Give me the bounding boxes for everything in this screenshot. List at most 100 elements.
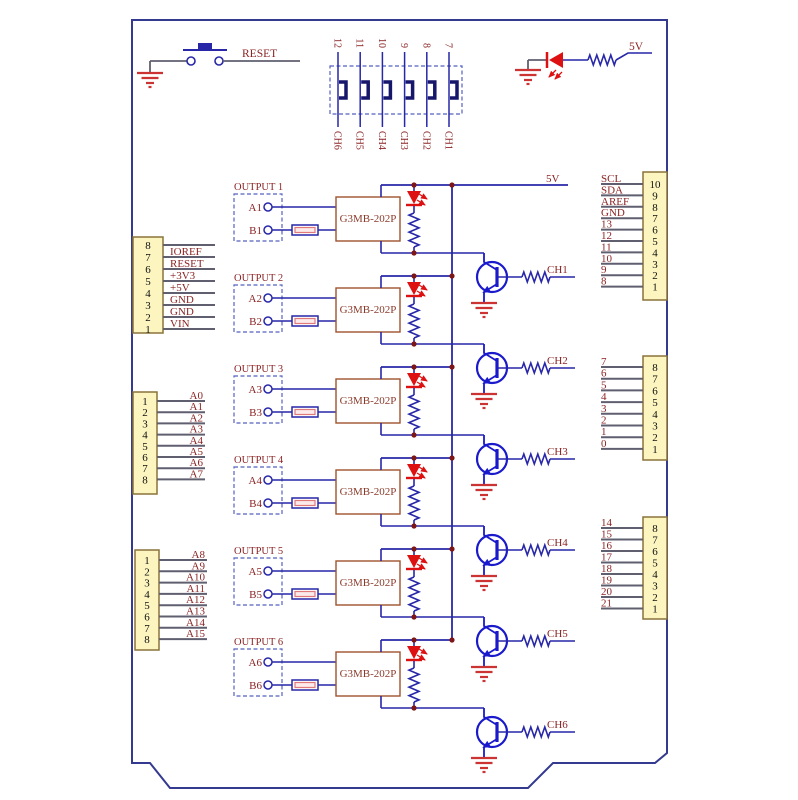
pin-label: A4 (190, 435, 204, 447)
output-terminal-box (233, 284, 283, 333)
output-label: OUTPUT 5 (234, 546, 283, 557)
pin-label: 3 (601, 403, 607, 415)
junction-dot (411, 364, 417, 370)
junction-dot (411, 273, 417, 279)
relay-box (335, 560, 401, 606)
pin-number: 4 (652, 247, 658, 259)
pin-label: A2 (190, 412, 203, 424)
led-ray (418, 193, 428, 200)
transistor-collector (483, 708, 498, 726)
pin-label: 18 (601, 563, 613, 575)
jumper-pin-label: 7 (443, 43, 454, 48)
led-ray (418, 284, 428, 291)
terminal-pin-a (263, 384, 273, 394)
pin-label: 14 (601, 517, 613, 529)
transistor-emitter (482, 283, 498, 294)
jumper-cap (361, 80, 370, 100)
junction-dot (449, 455, 455, 461)
fuse-element (294, 681, 316, 689)
pin-label: +3V3 (170, 270, 196, 282)
pin-number: 2 (142, 407, 148, 419)
fuse-element (294, 317, 316, 325)
pin-number: 1 (144, 555, 150, 567)
button-actuator (198, 43, 212, 50)
pin-label: A13 (186, 606, 205, 618)
reset-label: RESET (242, 48, 277, 60)
pin-number: 6 (144, 612, 150, 624)
transistor-collector (483, 617, 498, 635)
output-terminal-box (233, 557, 283, 606)
junction-dot (411, 614, 417, 620)
pin-number: 9 (652, 190, 658, 202)
pin-number: 4 (142, 430, 148, 442)
output-terminal-box (233, 193, 283, 242)
transistor-collector (483, 435, 498, 453)
pin-label: A0 (190, 390, 204, 402)
relay-label: G3MB-202P (340, 668, 397, 680)
led-icon (407, 191, 421, 204)
pin-label: IOREF (170, 246, 202, 258)
terminal-pin-b (263, 225, 273, 235)
output-label: OUTPUT 4 (234, 455, 284, 466)
wire (615, 52, 652, 61)
led-ray (416, 290, 426, 297)
pin-label: A9 (192, 560, 206, 572)
transistor-emitter (482, 374, 498, 385)
pin-number: 6 (142, 452, 148, 464)
header-box (132, 236, 164, 334)
pin-label: 5 (601, 379, 607, 391)
led-ray (418, 557, 428, 564)
pin-label: 15 (601, 529, 613, 541)
pin-label: A11 (186, 583, 205, 595)
pin-number: 7 (652, 374, 658, 386)
resistor-icon (521, 451, 551, 467)
terminal-pin-b (263, 589, 273, 599)
resistor-icon (521, 633, 551, 649)
pin-number: 8 (144, 634, 150, 646)
input-b-label: B2 (249, 316, 262, 328)
led-ray (416, 563, 426, 570)
input-b-label: B6 (249, 680, 262, 692)
pin-label: 21 (601, 598, 612, 610)
channel-net-label: CH3 (547, 446, 568, 458)
resistor-icon (406, 212, 422, 248)
pin-number: 6 (145, 264, 151, 276)
pin-number: 10 (650, 179, 662, 191)
pin-number: 4 (652, 409, 658, 421)
led-ray (416, 654, 426, 661)
pin-number: 4 (145, 288, 151, 300)
pin-number: 7 (652, 213, 658, 225)
pin-number: 6 (652, 385, 658, 397)
reset-button-circuit (137, 43, 300, 89)
pin-number: 5 (652, 397, 658, 409)
pin-label: GND (170, 306, 194, 318)
pin-number: 2 (652, 432, 658, 444)
button-contact (186, 56, 196, 66)
terminal-pin-b (263, 498, 273, 508)
junction-dot (411, 455, 417, 461)
pin-number: 3 (652, 581, 658, 593)
fuse-element (294, 590, 316, 598)
input-a-label: A1 (249, 202, 262, 214)
pin-number: 5 (652, 236, 658, 248)
transistor-emitter (482, 738, 498, 749)
transistor-emitter (482, 556, 498, 567)
pin-label: 13 (601, 219, 613, 231)
jumper-pin-label: 12 (332, 38, 343, 48)
pin-number: 6 (652, 546, 658, 558)
pin-label: A1 (190, 401, 203, 413)
led-icon (549, 52, 563, 68)
input-b-label: B1 (249, 225, 262, 237)
pin-label: RESET (170, 258, 204, 270)
pin-label: SCL (601, 173, 621, 185)
relay-box (335, 378, 401, 424)
pin-label: 6 (601, 368, 607, 380)
relay-label: G3MB-202P (340, 486, 397, 498)
led-ray (418, 466, 428, 473)
jumper-pin-label: 10 (376, 38, 387, 48)
